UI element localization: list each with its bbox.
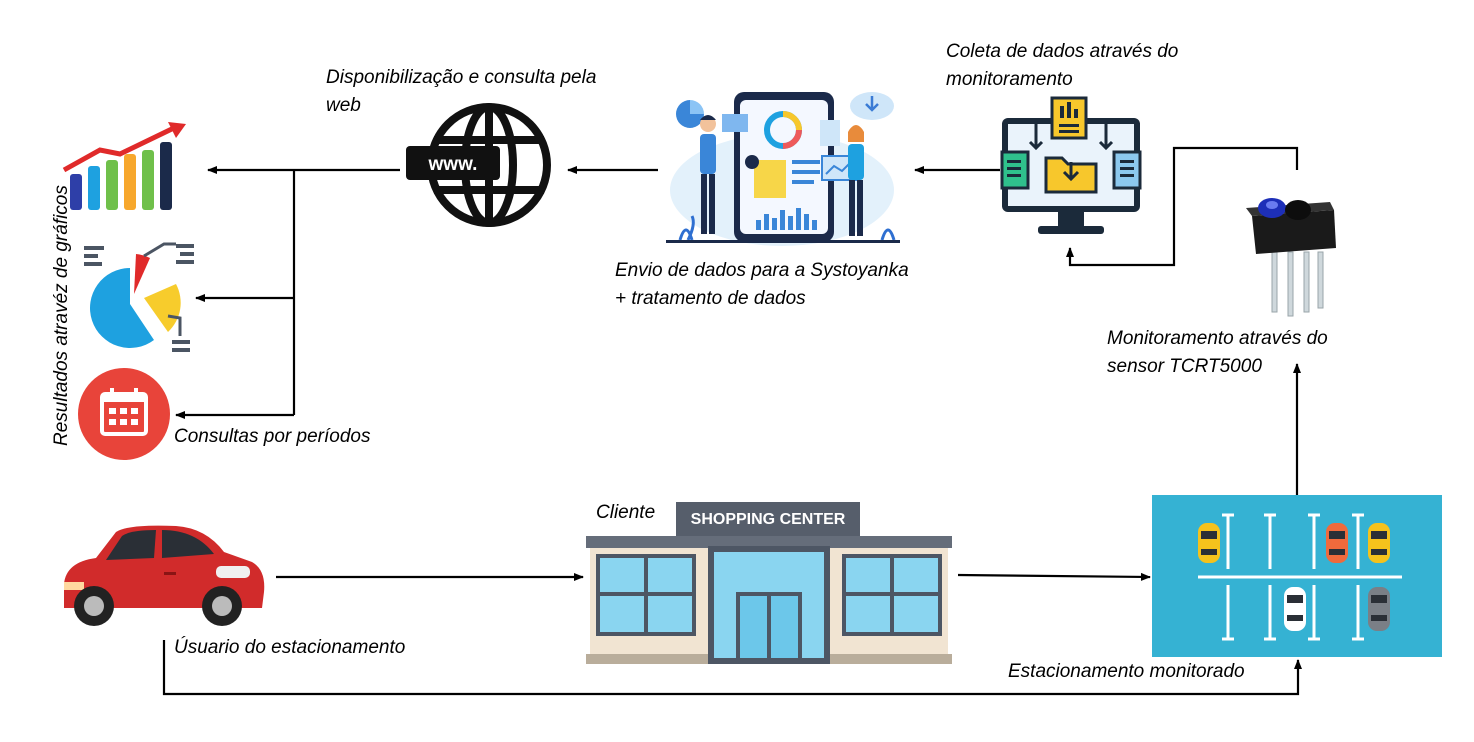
label-monitoramento-line2: sensor TCRT5000 [1107, 356, 1262, 377]
arrow-shopping-to-parking [957, 572, 1151, 581]
label-monitoramento-line1: Monitoramento através do [1107, 328, 1328, 349]
label-envio-line2: + tratamento de dados [615, 288, 806, 309]
parked-car-white [1284, 587, 1306, 631]
bar-chart-growth-icon [60, 120, 190, 212]
label-envio-line1: Envio de dados para a Systoyanka [615, 260, 909, 281]
parked-car-orange [1326, 523, 1348, 563]
globe-icon: www. [404, 100, 554, 230]
connector-car-to-parking [162, 640, 1302, 696]
label-disponibilizacao: Disponibilização e consulta pela web [326, 64, 596, 120]
analytics-people-icon [660, 80, 905, 248]
label-cliente: Cliente [596, 502, 656, 523]
label-coleta-line1: Coleta de dados através do [946, 41, 1179, 62]
tcrt5000-sensor-icon [1238, 190, 1344, 320]
parked-car-yellow-1 [1198, 523, 1220, 563]
pie-chart-icon [80, 240, 198, 354]
parked-car-yellow-2 [1368, 523, 1390, 563]
label-monitoramento-sensor: Monitoramento através do sensor TCRT5000 [1107, 325, 1328, 381]
calendar-icon [78, 368, 174, 464]
label-consultas: Consultas por períodos [174, 426, 371, 447]
shopping-center-building-icon: SHOPPING CENTER [586, 502, 952, 664]
label-envio: Envio de dados para a Systoyanka + trata… [615, 257, 909, 313]
label-estacionamento: Estacionamento monitorado [1008, 661, 1245, 682]
red-car-icon [56, 522, 270, 628]
parked-car-grey [1368, 587, 1390, 631]
www-text: www. [428, 154, 478, 175]
data-collection-monitor-icon [996, 96, 1146, 240]
label-usuario: Úsuario do estacionamento [174, 637, 406, 658]
connector-sensor-to-monitor [1066, 146, 1299, 267]
shopping-sign-text: SHOPPING CENTER [690, 511, 846, 528]
label-resultados: Resultados atravéz de gráficos [51, 185, 72, 446]
label-disponibilizacao-line2: web [326, 95, 361, 116]
parking-lot-icon [1152, 495, 1442, 657]
label-disponibilizacao-line1: Disponibilização e consulta pela [326, 67, 597, 88]
label-coleta: Coleta de dados através do monitoramento [946, 38, 1178, 94]
label-coleta-line2: monitoramento [946, 69, 1073, 90]
